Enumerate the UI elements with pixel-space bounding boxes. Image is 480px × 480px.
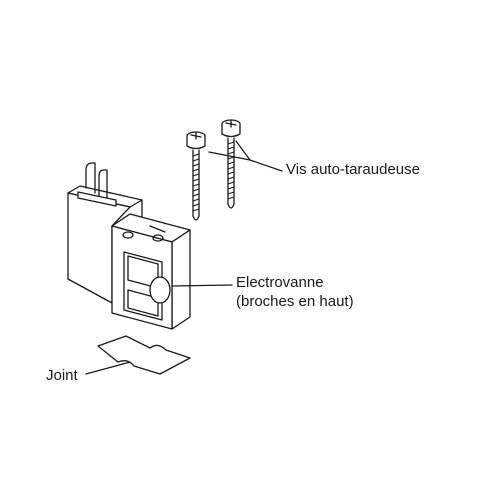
solenoid-valve-label-line1: Electrovanne: [236, 274, 324, 291]
valve-leader-line: [171, 284, 233, 287]
manifold-face: [111, 225, 173, 330]
mounting-hole-right: [152, 234, 164, 242]
solenoid-valve-label: Electrovanne (broches en haut): [236, 273, 354, 311]
gasket-outline: [97, 335, 191, 375]
screw-left-thread: [192, 153, 200, 212]
solenoid-valve: [67, 162, 233, 330]
self-tapping-screws: [186, 119, 283, 221]
joint-leader-line: [85, 361, 131, 375]
screw-right-thread: [227, 141, 235, 200]
screws-label: Vis auto-taraudeuse: [286, 161, 420, 178]
joint-label: Joint: [46, 367, 78, 384]
connector-pins: [77, 162, 117, 207]
manifold-front: [171, 229, 191, 330]
port-recess: [123, 251, 163, 321]
screws-leader-line: [208, 140, 283, 172]
solenoid-valve-label-line2: (broches en haut): [236, 293, 354, 310]
screw-right: [221, 119, 241, 209]
gasket: [85, 335, 191, 375]
screw-left: [186, 131, 206, 221]
port-hole: [149, 276, 171, 304]
mounting-hole-left: [122, 231, 134, 239]
